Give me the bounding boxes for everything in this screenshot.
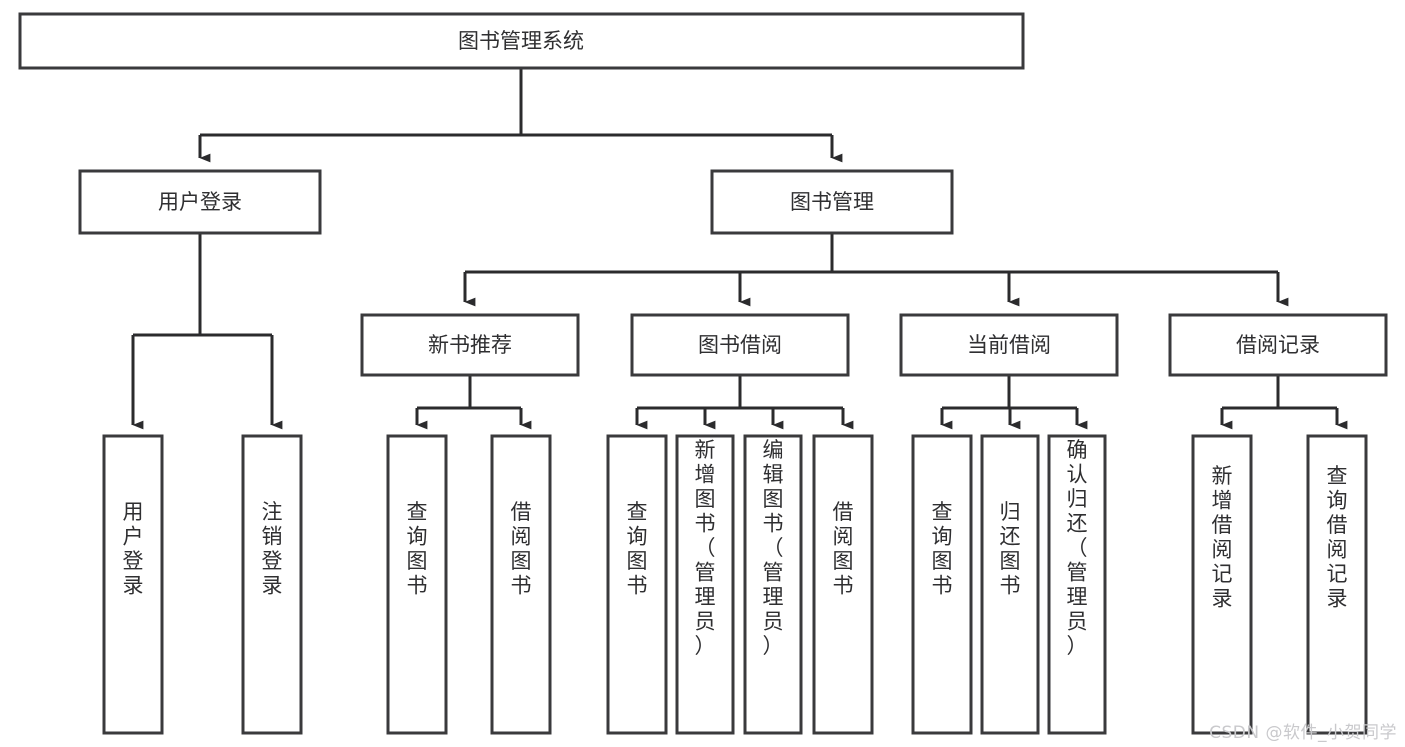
leaf-query-book-c-label: 查询图书: [932, 500, 953, 598]
node-root[interactable]: 图书管理系统: [18, 12, 1025, 70]
leaf-logout-label: 注销登录: [262, 500, 283, 598]
edges-layer: [131, 68, 1348, 430]
node-book-borrow-box[interactable]: [630, 313, 850, 377]
leaf-borrow-book-b-box[interactable]: [812, 434, 874, 735]
leaf-query-book-c[interactable]: 查询图书: [911, 434, 973, 735]
leaf-borrow-book-b[interactable]: 借阅图书: [812, 434, 874, 735]
leaf-query-borrow-record-label: 查询借阅记录: [1327, 464, 1348, 611]
leaf-edit-book-admin[interactable]: 编辑图书（管理员）: [743, 434, 803, 735]
csdn-watermark: CSDN @软件_小贺同学: [1209, 723, 1397, 743]
leaf-query-borrow-record[interactable]: 查询借阅记录: [1306, 434, 1368, 735]
leaf-borrow-book-a[interactable]: 借阅图书: [490, 434, 552, 735]
leaf-query-book-b-label: 查询图书: [627, 500, 648, 598]
node-new-book-recommend-label: 新书推荐: [428, 333, 512, 357]
node-book-management[interactable]: 图书管理: [710, 169, 954, 235]
node-new-book-recommend[interactable]: 新书推荐: [360, 313, 580, 377]
leaf-borrow-book-a-label: 借阅图书: [511, 500, 532, 598]
node-current-borrow[interactable]: 当前借阅: [899, 313, 1119, 377]
node-current-borrow-box[interactable]: [899, 313, 1119, 377]
leaf-user-login-label: 用户登录: [123, 500, 144, 598]
node-borrow-records-label: 借阅记录: [1236, 333, 1320, 357]
node-book-borrow-label: 图书借阅: [698, 333, 782, 357]
leaf-confirm-return-admin-label: 确认归还（管理员）: [1067, 438, 1088, 658]
leaf-user-login[interactable]: 用户登录: [102, 434, 164, 735]
leaf-return-book[interactable]: 归还图书: [980, 434, 1040, 735]
leaf-add-borrow-record-box[interactable]: [1191, 434, 1253, 735]
leaf-logout[interactable]: 注销登录: [241, 434, 303, 735]
leaf-query-book-a[interactable]: 查询图书: [386, 434, 448, 735]
leaf-query-book-a-label: 查询图书: [407, 500, 428, 598]
leaf-borrow-book-a-box[interactable]: [490, 434, 552, 735]
leaf-confirm-return-admin-box[interactable]: [1047, 434, 1107, 735]
node-book-borrow[interactable]: 图书借阅: [630, 313, 850, 377]
node-book-management-box[interactable]: [710, 169, 954, 235]
leaf-return-book-label: 归还图书: [1000, 500, 1021, 598]
node-borrow-records[interactable]: 借阅记录: [1168, 313, 1388, 377]
node-borrow-records-box[interactable]: [1168, 313, 1388, 377]
leaf-query-book-b[interactable]: 查询图书: [606, 434, 668, 735]
leaf-confirm-return-admin[interactable]: 确认归还（管理员）: [1047, 434, 1107, 735]
leaf-query-book-b-box[interactable]: [606, 434, 668, 735]
leaf-query-borrow-record-box[interactable]: [1306, 434, 1368, 735]
leaf-add-borrow-record-label: 新增借阅记录: [1212, 464, 1233, 611]
leaf-edit-book-admin-label: 编辑图书（管理员）: [763, 438, 784, 658]
leaf-user-login-box[interactable]: [102, 434, 164, 735]
node-new-book-recommend-box[interactable]: [360, 313, 580, 377]
node-current-borrow-label: 当前借阅: [967, 333, 1051, 357]
leaf-query-book-a-box[interactable]: [386, 434, 448, 735]
leaf-add-book-admin[interactable]: 新增图书（管理员）: [675, 434, 735, 735]
leaf-return-book-box[interactable]: [980, 434, 1040, 735]
node-user-login-box[interactable]: [78, 169, 322, 235]
node-book-management-label: 图书管理: [790, 190, 874, 214]
node-user-login[interactable]: 用户登录: [78, 169, 322, 235]
node-root-box[interactable]: [18, 12, 1025, 70]
leaf-add-borrow-record[interactable]: 新增借阅记录: [1191, 434, 1253, 735]
leaf-add-book-admin-box[interactable]: [675, 434, 735, 735]
node-user-login-label: 用户登录: [158, 190, 242, 214]
leaf-query-book-c-box[interactable]: [911, 434, 973, 735]
leaf-borrow-book-b-label: 借阅图书: [833, 500, 854, 598]
leaf-edit-book-admin-box[interactable]: [743, 434, 803, 735]
leaf-logout-box[interactable]: [241, 434, 303, 735]
node-root-label: 图书管理系统: [458, 29, 584, 53]
leaf-add-book-admin-label: 新增图书（管理员）: [695, 438, 716, 658]
